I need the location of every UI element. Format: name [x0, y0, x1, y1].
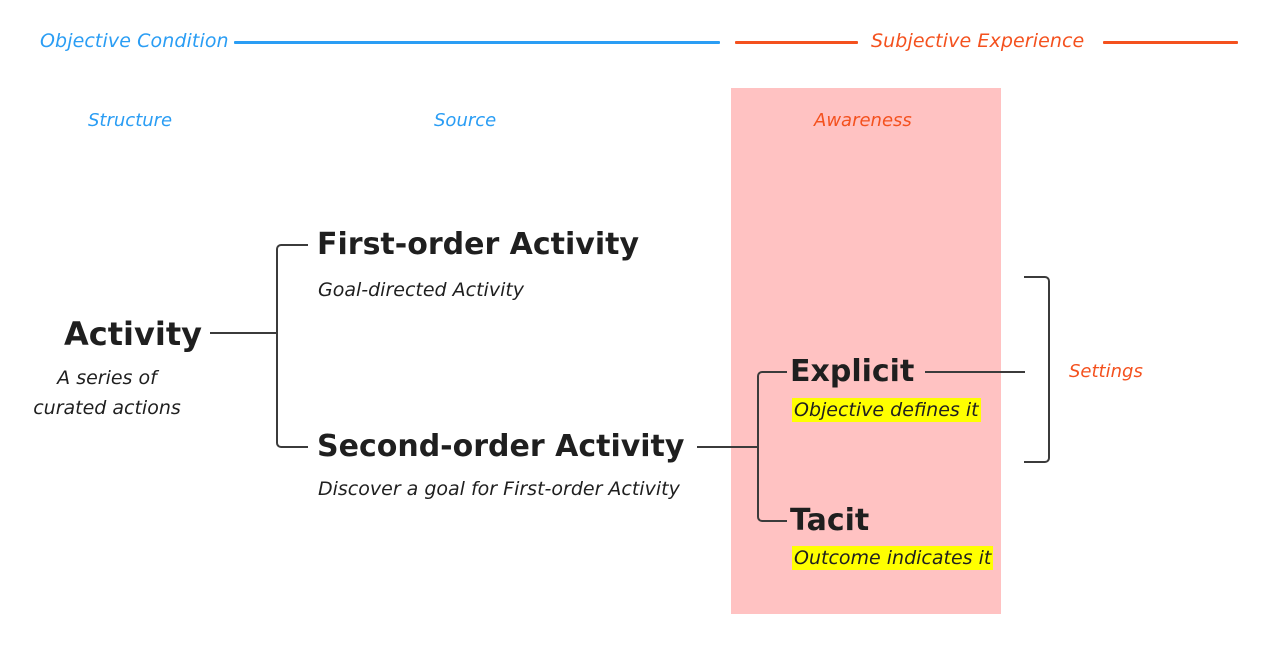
node-activity-title: Activity: [64, 315, 202, 353]
node-second-order-title: Second-order Activity: [317, 429, 685, 464]
header-rule-subjective-right: [1103, 41, 1238, 44]
awareness-panel: [731, 88, 1001, 614]
node-second-order-subtitle: Discover a goal for First-order Activity: [318, 478, 680, 500]
node-activity-subtitle-line1: A series of: [57, 367, 157, 389]
node-explicit-subtitle: Objective defines it: [792, 398, 981, 422]
header-label-subjective-experience: Subjective Experience: [871, 30, 1085, 52]
column-label-source: Source: [434, 110, 497, 131]
connector-second-order-stem: [697, 446, 759, 448]
header-rule-objective: [234, 41, 720, 44]
node-tacit-subtitle-wrap: Outcome indicates it: [792, 546, 994, 570]
header-rule-subjective-left: [735, 41, 858, 44]
bracket-activity-split: [276, 244, 308, 448]
column-label-awareness: Awareness: [814, 110, 912, 131]
column-label-structure: Structure: [88, 110, 173, 131]
header-label-objective-condition: Objective Condition: [40, 30, 229, 52]
node-explicit-title: Explicit: [790, 354, 915, 389]
node-explicit-subtitle-wrap: Objective defines it: [792, 398, 981, 422]
node-tacit-subtitle: Outcome indicates it: [792, 546, 994, 570]
bracket-settings: [1024, 276, 1050, 463]
node-first-order-title: First-order Activity: [317, 227, 640, 262]
bracket-awareness-split: [757, 371, 787, 522]
node-first-order-subtitle: Goal-directed Activity: [318, 279, 525, 301]
node-tacit-title: Tacit: [790, 503, 870, 538]
node-activity-subtitle-line2: curated actions: [33, 397, 181, 419]
node-settings-label: Settings: [1069, 361, 1143, 382]
connector-activity-stem: [210, 332, 278, 334]
connector-explicit-to-settings: [925, 371, 1025, 373]
